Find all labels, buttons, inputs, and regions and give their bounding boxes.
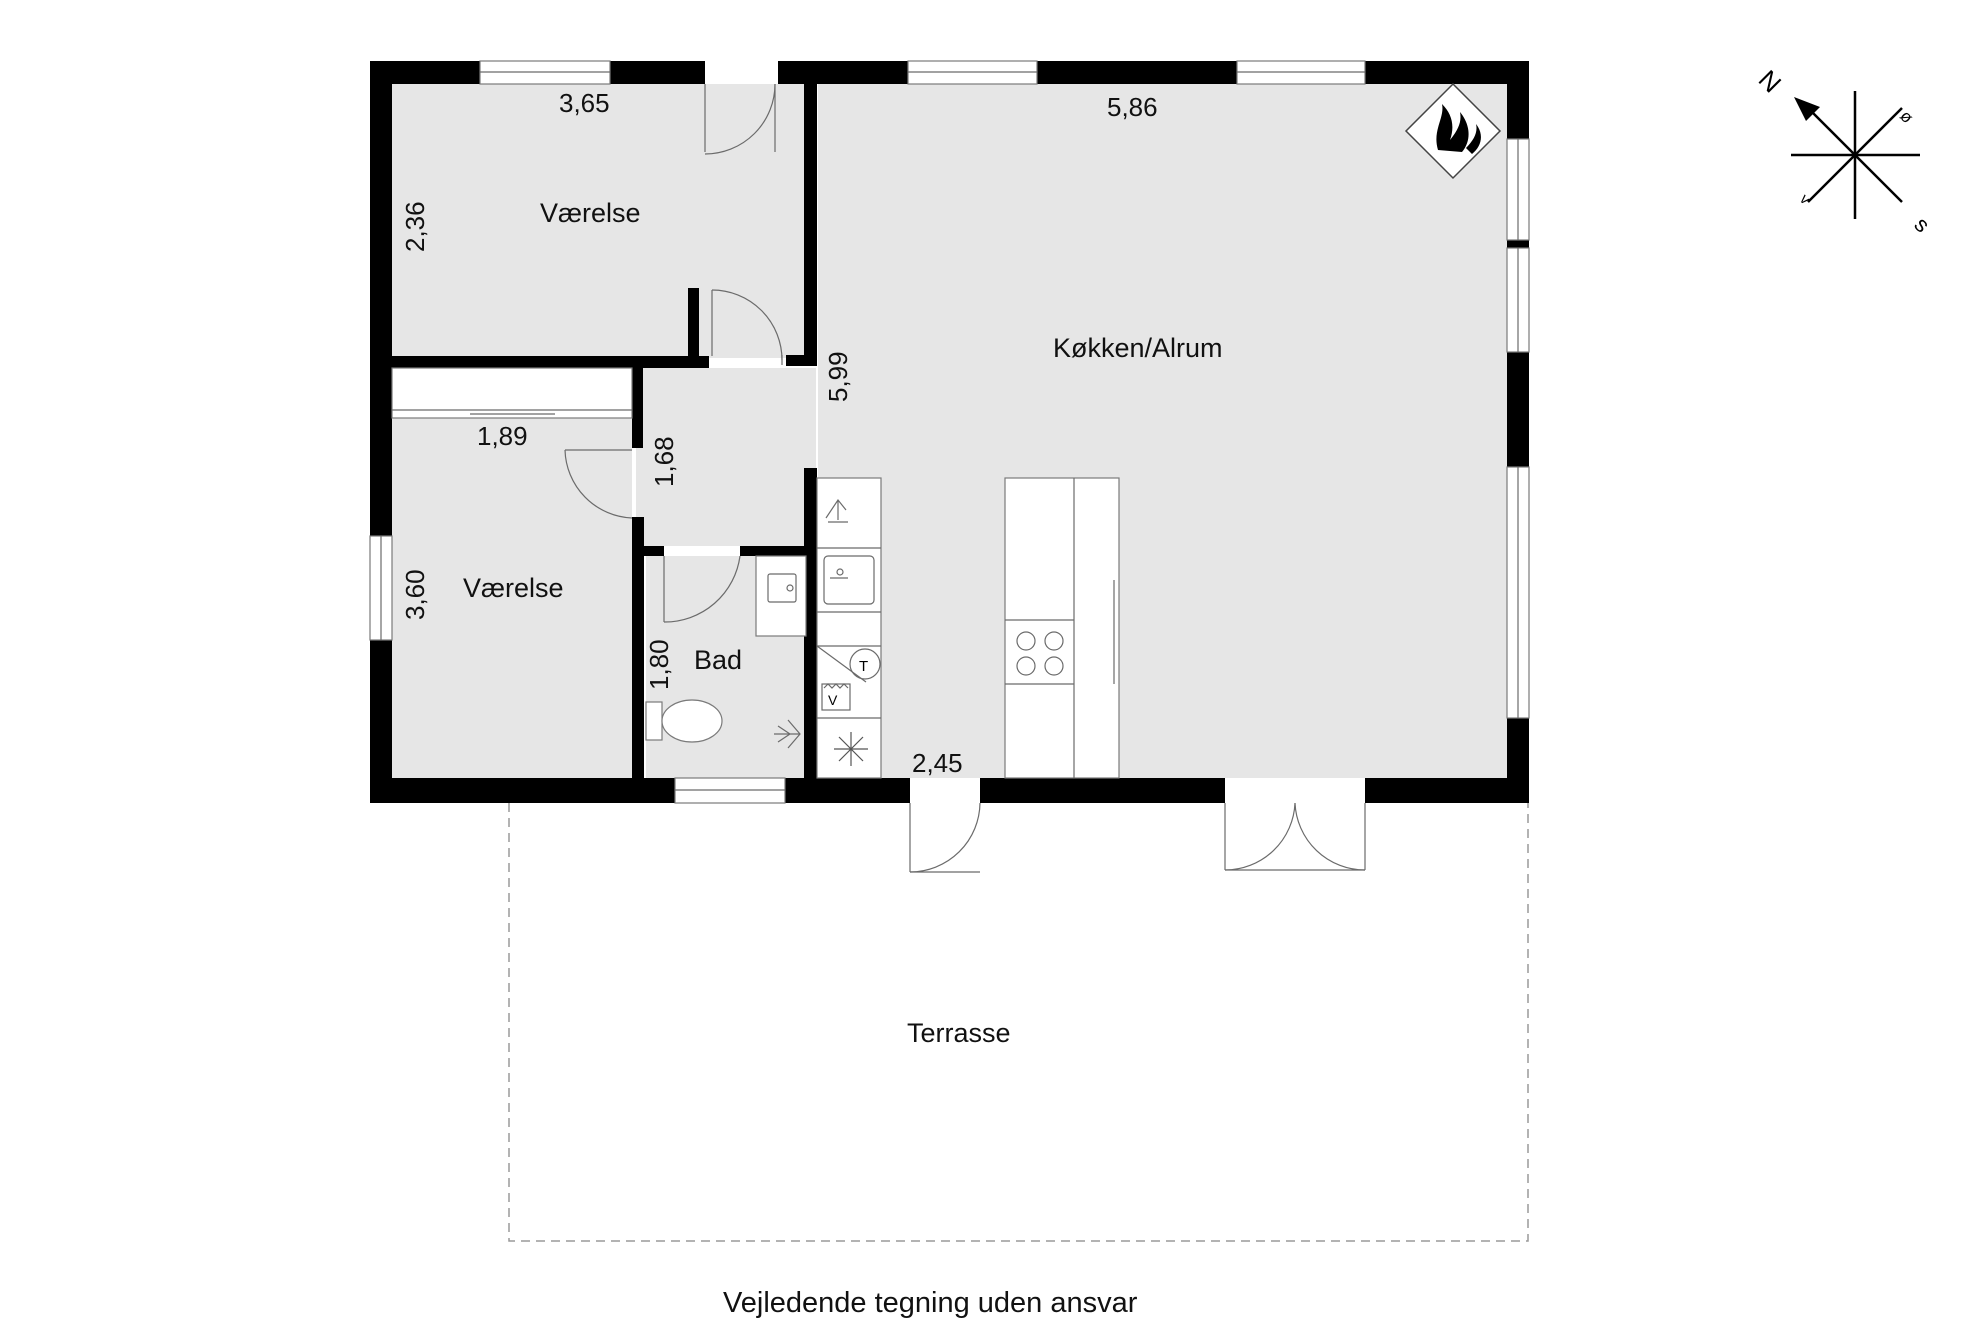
- dim-bath-height: 1,80: [644, 639, 674, 690]
- dim-top-room-width: 3,65: [559, 88, 610, 118]
- sink-icon: [823, 555, 875, 605]
- floor-vaerelse-top: [392, 84, 804, 358]
- oven-icon: T: [816, 645, 881, 683]
- wall-left-1: [370, 61, 392, 536]
- compass-rose-icon: [1791, 91, 1920, 219]
- washbasin-icon: [755, 555, 807, 637]
- wall-left-2: [370, 640, 392, 803]
- wall-door-jamb: [688, 288, 699, 366]
- dim-kitchen-bottom: 2,45: [912, 748, 963, 778]
- kitchen-counter: T V: [816, 477, 882, 779]
- interior-walls: [392, 84, 817, 783]
- dim-left-room-width: 1,89: [477, 421, 528, 451]
- floor-areas: [392, 84, 1514, 778]
- wall-right-2: [1507, 240, 1529, 248]
- tap-icon: [825, 498, 848, 523]
- compass-south: s: [1909, 212, 1934, 237]
- room-label-terrasse: Terrasse: [907, 1018, 1011, 1048]
- compass-north: N: [1753, 64, 1787, 98]
- wall-top-1: [370, 61, 480, 84]
- windows: [369, 60, 1530, 804]
- wall-top-3: [778, 61, 908, 84]
- dim-left-room-height: 3,60: [400, 569, 430, 620]
- room-label-vaerelse-top: Værelse: [540, 198, 641, 228]
- wall-kitchen-stub: [786, 355, 817, 366]
- wall-bath-left: [632, 517, 644, 783]
- wall-top-5: [1365, 61, 1527, 84]
- kitchen-island: [1004, 477, 1120, 779]
- dim-hall-height: 1,68: [649, 436, 679, 487]
- toilet-icon: [645, 699, 723, 743]
- wall-bath-top-2: [740, 546, 816, 556]
- fireplace-icon: [1404, 82, 1502, 180]
- oven-label: T: [859, 658, 868, 675]
- exterior-walls: [370, 61, 1529, 803]
- room-label-bad: Bad: [694, 645, 742, 675]
- wall-top-2: [610, 61, 705, 84]
- dim-kitchen-width: 5,86: [1107, 92, 1158, 122]
- wall-top-4: [1037, 61, 1237, 84]
- wall-bath-top-1: [632, 546, 664, 556]
- wall-bottom-1: [370, 778, 675, 803]
- snowflake-icon: [834, 732, 868, 766]
- floor-hall: [636, 368, 816, 546]
- floor-kitchen: [818, 84, 1514, 778]
- wall-bottom-4: [1365, 778, 1529, 803]
- wall-bottom-2: [785, 778, 910, 803]
- disclaimer-caption: Vejledende tegning uden ansvar: [723, 1287, 1138, 1319]
- wall-kitchen-upper: [804, 84, 817, 366]
- dishwasher-icon: V: [821, 683, 851, 711]
- room-label-kitchen: Køkken/Alrum: [1053, 333, 1223, 363]
- hob-icon: [1016, 631, 1064, 676]
- dishwasher-label: V: [828, 692, 838, 708]
- wall-right-3: [1507, 352, 1529, 467]
- dim-top-room-height: 2,36: [400, 201, 430, 252]
- wall-room-divider: [392, 356, 709, 368]
- wall-bottom-3: [980, 778, 1225, 803]
- bath-fixtures: [645, 555, 807, 749]
- dim-kitchen-height: 5,99: [823, 351, 853, 402]
- wall-right-1: [1507, 61, 1529, 139]
- terrace-outline: [508, 803, 1529, 1242]
- wall-hall-left: [632, 368, 643, 448]
- room-label-vaerelse-left: Værelse: [463, 573, 564, 603]
- floor-drain-icon: [774, 719, 801, 749]
- floor-vaerelse-left: [392, 418, 632, 778]
- doors: [564, 83, 1366, 873]
